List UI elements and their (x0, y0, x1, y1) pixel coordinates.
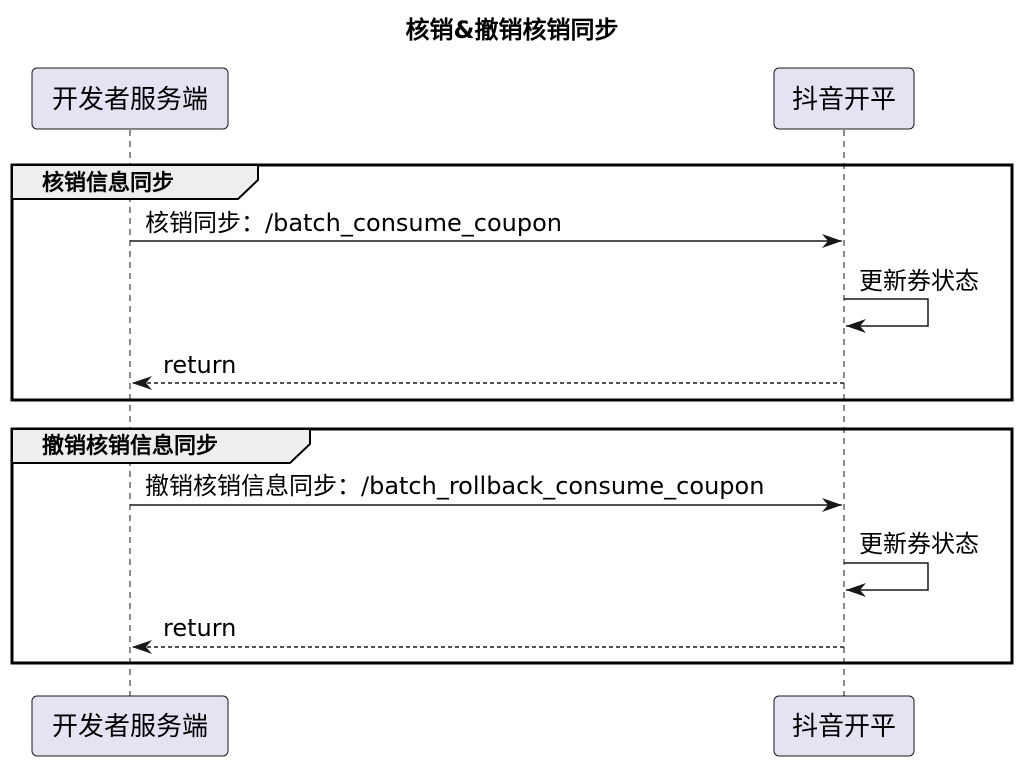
message-label: return (163, 614, 236, 642)
message-label: 更新券状态 (859, 530, 979, 558)
message-label: return (163, 351, 236, 379)
message-return: return (132, 351, 844, 390)
participant-dev-label: 开发者服务端 (52, 712, 208, 742)
message-return: return (132, 614, 844, 654)
message-update-status: 更新券状态 (844, 267, 979, 333)
participant-douyin-label: 抖音开平 (792, 85, 896, 115)
group-label: 撤销核销信息同步 (42, 433, 218, 459)
group-label: 核销信息同步 (42, 170, 174, 196)
message-update-status: 更新券状态 (844, 530, 979, 597)
message-label: 撤销核销信息同步：/batch_rollback_consume_coupon (145, 472, 764, 500)
message-consume-request: 核销同步：/batch_consume_coupon (130, 209, 842, 248)
message-label: 核销同步：/batch_consume_coupon (145, 209, 562, 237)
participant-douyin-top: 抖音开平 (773, 67, 915, 130)
self-arrow (844, 298, 929, 333)
participant-douyin-label: 抖音开平 (792, 712, 896, 742)
self-arrow (844, 562, 929, 597)
message-rollback-request: 撤销核销信息同步：/batch_rollback_consume_coupon (130, 472, 842, 512)
participant-dev-label: 开发者服务端 (52, 85, 208, 115)
participant-douyin-bottom: 抖音开平 (773, 695, 915, 757)
participant-dev-top: 开发者服务端 (31, 67, 229, 130)
diagram-title: 核销&撤销核销同步 (406, 16, 619, 44)
group-consume-sync: 核销信息同步 (10, 163, 1014, 402)
group-rollback-sync: 撤销核销信息同步 (10, 427, 1014, 665)
participant-dev-bottom: 开发者服务端 (31, 695, 229, 757)
message-label: 更新券状态 (859, 267, 979, 295)
